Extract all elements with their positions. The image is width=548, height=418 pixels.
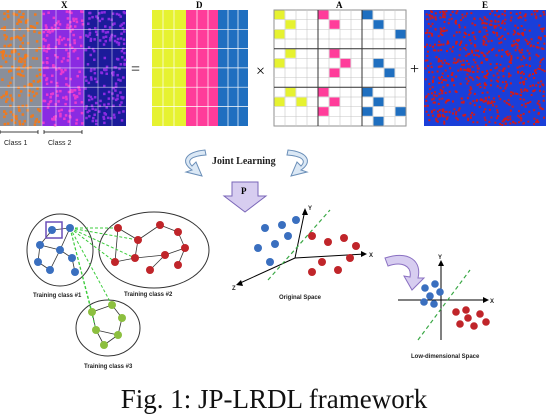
times-sign: × (256, 63, 265, 80)
orig-blue-point (261, 224, 269, 232)
orig-blue-point (292, 216, 300, 224)
orig-axis-y: Y (308, 206, 312, 212)
class1-node (68, 254, 76, 262)
class2-node (174, 228, 182, 236)
class2-label: Class 2 (48, 140, 71, 147)
class2-node (131, 254, 139, 262)
class3-node (108, 301, 116, 309)
d-label: D (196, 0, 203, 10)
matrix-d: D (152, 0, 248, 126)
matrix-a: A (273, 0, 407, 127)
matrix-x: X Class 1 Class 2 (0, 0, 127, 147)
orig-axis-x: X (369, 253, 373, 259)
orig-red-point (334, 266, 342, 274)
low-blue-point (431, 280, 439, 288)
orig-blue-point (271, 240, 279, 248)
class2-node (146, 266, 154, 274)
orig-red-point (308, 232, 316, 240)
projection-label: P (241, 186, 247, 196)
original-space-label: Original Space (279, 295, 322, 301)
class2-node (134, 236, 142, 244)
class-graph: Training class #1 Training class #2 Trai… (26, 211, 210, 370)
class1-node (71, 268, 79, 276)
orig-blue-point (266, 258, 274, 266)
joint-learning-label: Joint Learning (212, 156, 276, 167)
training-class2-label: Training class #2 (124, 292, 173, 298)
training-class3-label: Training class #3 (84, 364, 133, 370)
orig-red-point (318, 258, 326, 266)
low-axis-y: Y (438, 255, 442, 261)
low-blue-point (436, 288, 444, 296)
low-red-point (476, 310, 484, 318)
class1-node (48, 226, 56, 234)
x-label: X (61, 0, 68, 10)
class2-node (114, 224, 122, 232)
orig-blue-point (278, 221, 286, 229)
orig-red-point (308, 268, 316, 276)
low-dim-space: Y X Low-dimensional Space (398, 255, 494, 360)
class1-node (66, 224, 74, 232)
orig-red-point (324, 238, 332, 246)
original-space: Y X Z Original Space (232, 206, 373, 301)
orig-blue-point (254, 244, 262, 252)
orig-red-point (340, 234, 348, 242)
low-blue-point (421, 284, 429, 292)
left-curved-arrow-icon (184, 149, 207, 177)
equals-sign: = (131, 61, 140, 78)
class2-ellipse (98, 211, 210, 289)
class1-node (56, 246, 64, 254)
orig-blue-point (284, 232, 292, 240)
right-curved-arrow-icon (286, 149, 309, 177)
low-red-point (462, 306, 470, 314)
class2-node (174, 261, 182, 269)
low-red-point (470, 322, 478, 330)
orig-red-point (352, 242, 360, 250)
low-dim-space-label: Low-dimensional Space (411, 354, 480, 360)
low-blue-point (426, 292, 434, 300)
class1-label: Class 1 (4, 140, 27, 147)
low-blue-point (430, 300, 438, 308)
x-grid (0, 10, 126, 126)
curved-arrow-icon (384, 255, 426, 291)
training-class1-label: Training class #1 (33, 293, 82, 299)
low-blue-point (420, 298, 428, 306)
low-axis-x: X (490, 299, 494, 305)
low-red-point (464, 314, 472, 322)
framework-figure: X Class 1 Class 2 = D × A + E Joint Lear… (0, 0, 546, 370)
joint-learning-arrows: Joint Learning (184, 149, 309, 177)
class3-node (100, 341, 108, 349)
e-label: E (482, 0, 488, 10)
low-red-point (482, 318, 490, 326)
projection-arrow: P (222, 181, 268, 213)
class2-node (111, 258, 119, 266)
class1-node (34, 258, 42, 266)
class3-node (118, 314, 126, 322)
plus-sign: + (410, 61, 419, 78)
class1-node (46, 266, 54, 274)
matrix-e: E (424, 0, 546, 126)
orig-red-point (346, 254, 354, 262)
class3-node (114, 331, 122, 339)
class2-node (156, 221, 164, 229)
class1-ellipse (26, 213, 94, 287)
class3-node (92, 326, 100, 334)
a-label: A (336, 0, 343, 10)
class2-node (181, 244, 189, 252)
low-red-point (456, 320, 464, 328)
class3-node (88, 308, 96, 316)
orig-axis-z: Z (232, 286, 236, 292)
down-arrow-icon (222, 181, 268, 213)
class2-node (161, 251, 169, 259)
class1-node (36, 241, 44, 249)
class3-ellipse (75, 299, 141, 357)
figure-caption: Fig. 1: JP-LRDL framework (120, 384, 428, 414)
low-red-point (452, 308, 460, 316)
